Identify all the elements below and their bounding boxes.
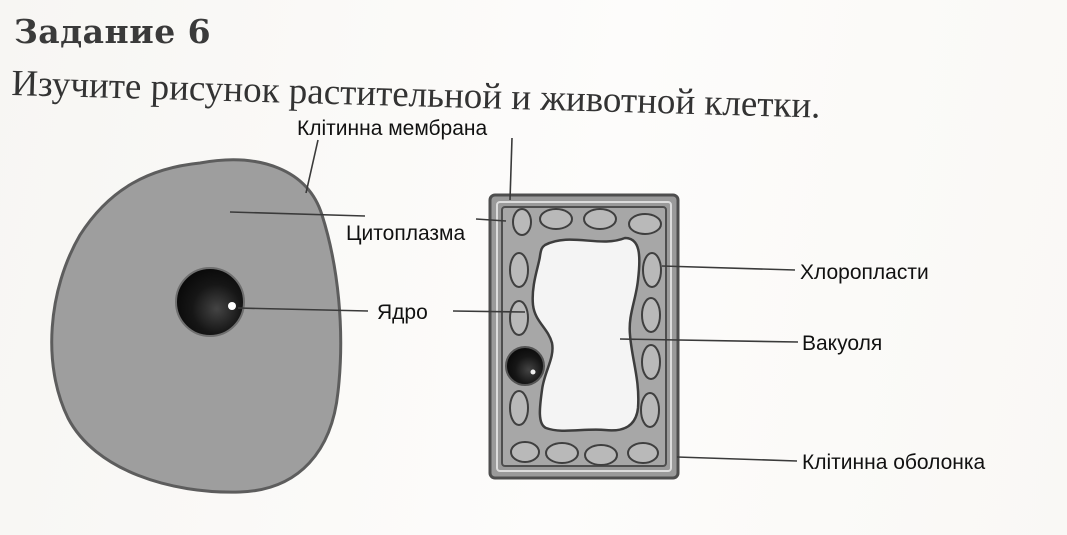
label-cell-membrane: Клітинна мембрана	[297, 117, 488, 140]
chloroplast	[510, 391, 528, 425]
animal-cell	[52, 160, 341, 492]
chloroplast	[584, 209, 616, 229]
chloroplast	[510, 253, 528, 287]
animal-nucleus	[176, 268, 244, 336]
chloroplast	[628, 443, 658, 463]
vacuole	[533, 238, 640, 431]
chloroplast	[546, 443, 578, 463]
plant-nucleus	[506, 347, 544, 385]
chloroplast	[540, 209, 572, 229]
chloroplast	[513, 209, 531, 235]
plant-cell	[490, 195, 678, 478]
chloroplast	[641, 393, 659, 427]
plant-nucleolus-highlight	[531, 370, 536, 375]
leader-cell-membrane-plant	[510, 138, 512, 200]
label-cell-wall: Клітинна оболонка	[802, 451, 986, 474]
leader-cell-wall	[677, 457, 797, 461]
chloroplast	[642, 298, 660, 332]
chloroplast	[585, 445, 617, 465]
leader-cell-membrane-animal	[306, 140, 318, 193]
label-cytoplasm: Цитоплазма	[346, 222, 465, 245]
leader-nucleus-plant	[453, 311, 525, 312]
label-vacuole: Вакуоля	[802, 332, 882, 355]
chloroplast	[629, 214, 661, 234]
chloroplast	[642, 345, 660, 379]
nucleolus-highlight	[228, 302, 236, 310]
chloroplast	[511, 442, 539, 462]
leader-chloroplasts	[662, 266, 795, 270]
label-chloroplasts: Хлоропласти	[800, 261, 929, 284]
chloroplast	[510, 301, 528, 335]
label-nucleus: Ядро	[377, 301, 428, 324]
chloroplast	[643, 253, 661, 287]
